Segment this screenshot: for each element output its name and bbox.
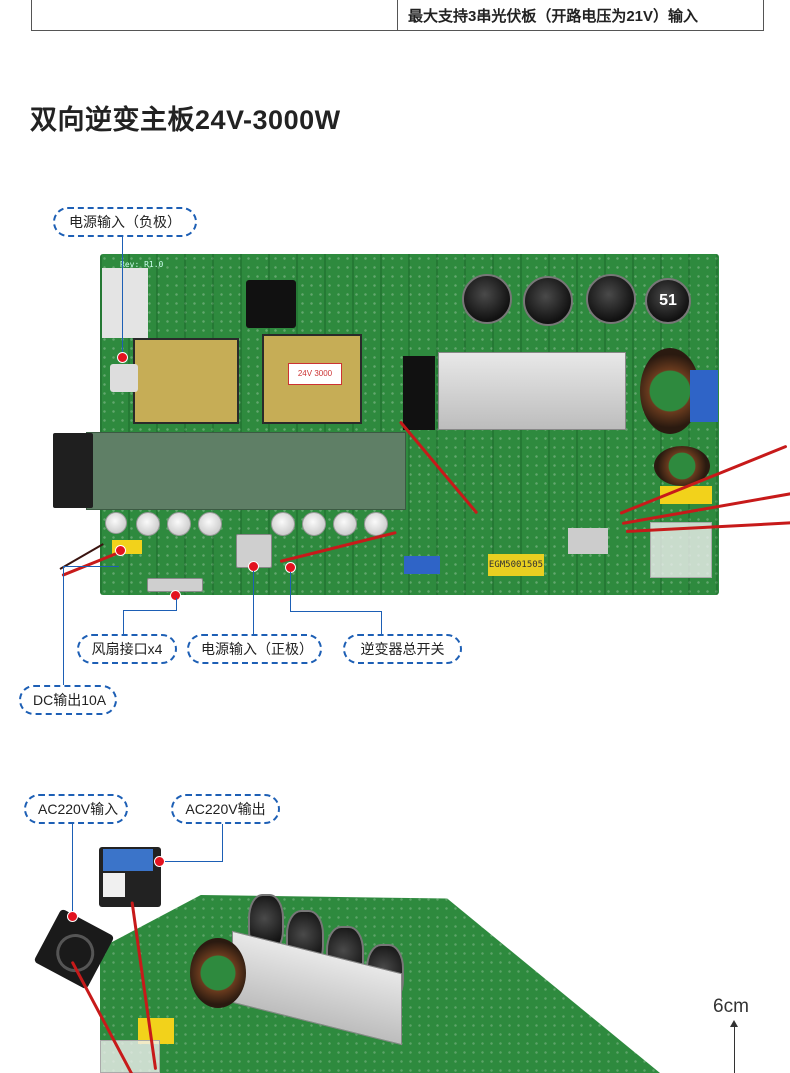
- white-panel: [102, 268, 148, 338]
- toroid-bottom: [190, 938, 246, 1008]
- small-cap: [198, 512, 222, 536]
- scale-arrow-icon: [730, 1020, 738, 1027]
- spec-table-cell-empty: [32, 0, 398, 30]
- leader-line: [176, 598, 177, 610]
- pin-ac-output: [154, 856, 165, 867]
- section-title: 双向逆变主板24V-3000W: [30, 105, 341, 135]
- heatsink: [86, 432, 406, 510]
- spec-table-cell: 最大支持3串光伏板（开路电压为21V）输入: [408, 8, 699, 25]
- pin-dc-output: [115, 545, 126, 556]
- yellow-capacitor-bottom: [138, 1018, 174, 1044]
- small-cap: [364, 512, 388, 536]
- blue-capacitor: [690, 370, 718, 422]
- small-cap: [136, 512, 160, 536]
- scale-line: [734, 1024, 735, 1073]
- callout-dc-output: DC输出10A: [19, 685, 117, 715]
- switch-module: [404, 556, 440, 574]
- ac-output-module: [99, 847, 161, 907]
- terminal-negative: [110, 364, 138, 392]
- leader-line: [72, 824, 73, 916]
- small-cap: [271, 512, 295, 536]
- mosfet-bank: [403, 356, 435, 430]
- small-cap: [333, 512, 357, 536]
- callout-power-input-positive: 电源输入（正极）: [187, 634, 322, 664]
- board-revision: Rev: R1.0: [120, 260, 164, 269]
- callout-inverter-main-switch: 逆变器总开关: [343, 634, 462, 664]
- capacitor-3: [586, 274, 636, 324]
- small-cap: [302, 512, 326, 536]
- mosfet-heatsink: [438, 352, 626, 430]
- callout-fan-interface: 风扇接口x4: [77, 634, 177, 664]
- fan: [53, 433, 93, 508]
- small-cap: [105, 512, 127, 534]
- leader-line: [381, 611, 382, 634]
- pin-ac-input: [67, 911, 78, 922]
- transformer-1: [133, 338, 239, 424]
- callout-ac-input: AC220V输入: [24, 794, 128, 824]
- pin-power-input-negative: [117, 352, 128, 363]
- leader-line: [123, 610, 124, 634]
- leader-line: [123, 610, 177, 611]
- chip-label: EGM5001505: [488, 554, 544, 576]
- small-cap: [167, 512, 191, 536]
- button-module: [568, 528, 608, 554]
- ac-output-pcb: [103, 849, 153, 871]
- scale-label: 6cm: [713, 996, 749, 1017]
- callout-power-input-negative: 电源输入（负极）: [53, 207, 197, 237]
- callout-ac-output: AC220V输出: [171, 794, 280, 824]
- leader-line: [290, 572, 291, 612]
- handwritten-tag: 24V 3000: [288, 363, 342, 385]
- capacitor-1: [462, 274, 512, 324]
- leader-line: [162, 861, 223, 862]
- pin-fan-interface: [170, 590, 181, 601]
- ac-output-plug: [103, 873, 125, 897]
- leader-line: [63, 566, 64, 685]
- capacitor-4: 51: [645, 278, 691, 324]
- leader-line: [222, 824, 223, 861]
- spec-table-fragment: 最大支持3串光伏板（开路电压为21V）输入: [31, 0, 764, 31]
- leader-line: [290, 611, 382, 612]
- leader-line: [253, 571, 254, 634]
- capacitor-2: [523, 276, 573, 326]
- relay-block: [650, 522, 712, 578]
- inductor-coil: [246, 280, 296, 328]
- leader-line: [63, 566, 119, 567]
- leader-line: [122, 237, 123, 355]
